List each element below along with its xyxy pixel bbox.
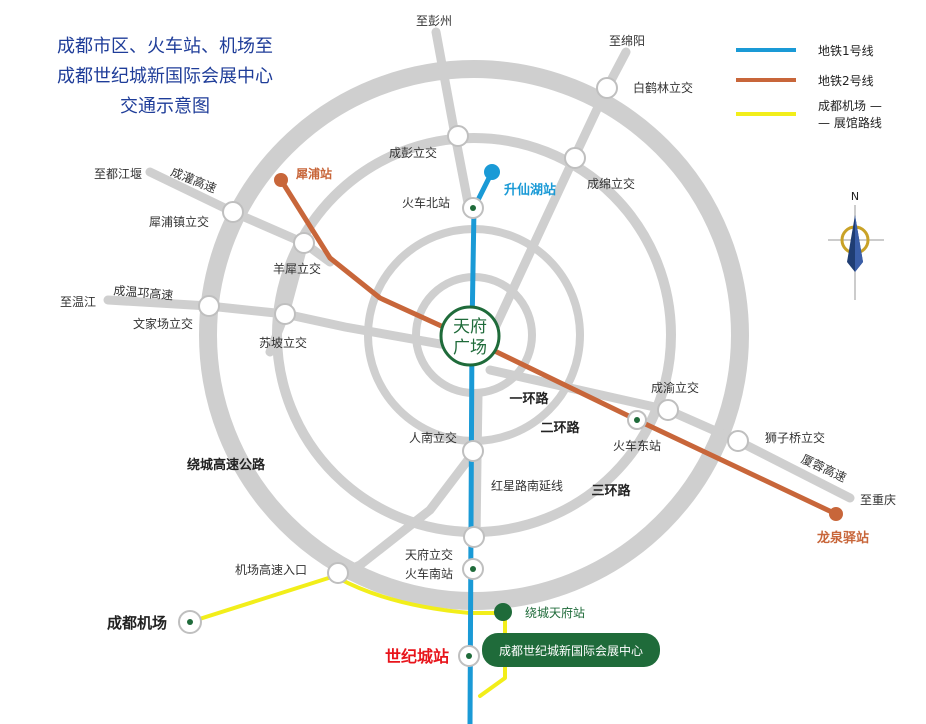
label-wenjiachang: 文家场立交 (133, 316, 193, 331)
interchange-labels: 白鹤林立交 成彭立交 成绵立交 犀浦镇立交 羊犀立交 文家场立交 苏坡立交 成渝… (133, 80, 825, 581)
tianfu-square-label-2: 广场 (453, 338, 487, 358)
dir-wenjiang: 至温江 (60, 295, 96, 309)
title-line-1: 成都市区、火车站、机场至 (57, 36, 273, 57)
road-mianyang (489, 47, 631, 335)
label-baihelin: 白鹤林立交 (633, 80, 693, 95)
label-rennan: 人南立交 (409, 430, 457, 445)
label-shijicheng: 世纪城站 (385, 647, 449, 666)
station-markers (178, 164, 843, 667)
tianfu-square: 天府 广场 (439, 305, 501, 367)
station-shijicheng-marker (458, 645, 480, 667)
road-southwest (333, 447, 479, 580)
node-shiziqiao (727, 430, 749, 452)
label-xipu: 犀浦站 (296, 166, 332, 181)
ring-3-label: 三环路 (591, 483, 631, 499)
label-chengmian: 成绵立交 (587, 176, 635, 191)
station-raocheng-tianfu-marker (494, 603, 512, 621)
road-hongxing (471, 390, 483, 545)
dir-dujiangyan: 至都江堰 (94, 167, 142, 181)
node-airport-entry (327, 562, 349, 584)
compass-north-label: N (851, 190, 859, 203)
legend: 地铁1号线 地铁2号线 成都机场 — — 展馆路线 (736, 44, 882, 130)
map-title: 成都市区、火车站、机场至 成都世纪城新国际会展中心 交通示意图 (57, 36, 273, 117)
station-huochedong-marker (627, 410, 647, 430)
tianfu-square-circle (439, 305, 501, 367)
node-tianfu (463, 526, 485, 548)
label-chengpeng: 成彭立交 (389, 145, 437, 160)
legend-airport-label-1: 成都机场 — (818, 99, 882, 113)
station-airport-marker (178, 610, 202, 634)
station-labels: 升仙湖站 火车北站 犀浦站 火车东站 龙泉驿站 绕城天府站 世纪城站 成都机场 (107, 166, 869, 666)
metro-line-2 (278, 177, 839, 517)
label-huochenan: 火车南站 (405, 566, 453, 581)
road-dujiangyan (145, 167, 335, 267)
ring-1-label: 一环路 (509, 391, 549, 407)
station-shengxianhu-marker (484, 164, 500, 180)
station-huochebei-marker (462, 197, 484, 219)
interchange-nodes (198, 77, 749, 584)
direction-labels: 至彭州 至绵阳 至都江堰 至温江 至重庆 (60, 14, 896, 507)
expressway-ring (199, 60, 749, 610)
label-yangxi: 羊犀立交 (273, 261, 321, 276)
label-huochedong: 火车东站 (613, 438, 661, 453)
station-longquanyi-marker (829, 507, 843, 521)
expo-center-box (482, 633, 660, 667)
node-chengyu (657, 399, 679, 421)
label-shiziqiao: 狮子桥立交 (765, 430, 825, 445)
legend-metro1-label: 地铁1号线 (818, 44, 874, 58)
node-chengmian (564, 147, 586, 169)
legend-metro2-label: 地铁2号线 (818, 74, 874, 88)
label-chengyu: 成渝立交 (651, 380, 699, 395)
node-rennan (462, 440, 484, 462)
expo-center-badge: 成都世纪城新国际会展中心 (482, 633, 660, 667)
node-baihelin (596, 77, 618, 99)
metro-2-track (278, 177, 839, 517)
label-airport: 成都机场 (107, 614, 167, 632)
compass-icon: N (828, 190, 884, 300)
expo-center-label: 成都世纪城新国际会展中心 (499, 643, 643, 658)
airport-route-segment-2 (336, 576, 507, 615)
label-airport-entry: 机场高速入口 (235, 562, 307, 577)
label-huochebei: 火车北站 (402, 195, 450, 210)
station-xipu-marker (274, 173, 288, 187)
label-raocheng-tianfu: 绕城天府站 (525, 605, 585, 620)
label-longquanyi: 龙泉驿站 (817, 530, 869, 546)
expressway-label: 绕城高速公路 (187, 457, 266, 473)
title-line-2: 成都世纪城新国际会展中心 (57, 66, 273, 87)
label-supo: 苏坡立交 (259, 335, 307, 350)
ring-labels: 一环路 二环路 三环路 绕城高速公路 (187, 391, 632, 499)
node-chengpeng (447, 125, 469, 147)
dir-pengzhou: 至彭州 (416, 14, 452, 28)
label-xipuzhen: 犀浦镇立交 (149, 214, 209, 229)
node-supo (274, 303, 296, 325)
dir-mianyang: 至绵阳 (609, 34, 645, 48)
node-yangxi (293, 232, 315, 254)
legend-airport-label-2: — 展馆路线 (818, 115, 882, 130)
station-huochenan-marker (462, 558, 484, 580)
node-xipuzhen (222, 201, 244, 223)
road-hongxing: 红星路南延线 (491, 478, 563, 493)
tianfu-square-label-1: 天府 (453, 317, 487, 337)
label-tianfu-interchange: 天府立交 (405, 547, 453, 562)
road-pengzhou (431, 27, 474, 213)
label-shengxianhu: 升仙湖站 (504, 182, 556, 198)
airport-route-segment-1 (188, 573, 340, 624)
node-wenjiachang (198, 295, 220, 317)
road-chengwenqiong: 成温邛高速 (113, 282, 174, 302)
ring-2-label: 二环路 (540, 420, 580, 436)
title-line-3: 交通示意图 (120, 96, 210, 117)
dir-chongqing: 至重庆 (860, 493, 896, 507)
